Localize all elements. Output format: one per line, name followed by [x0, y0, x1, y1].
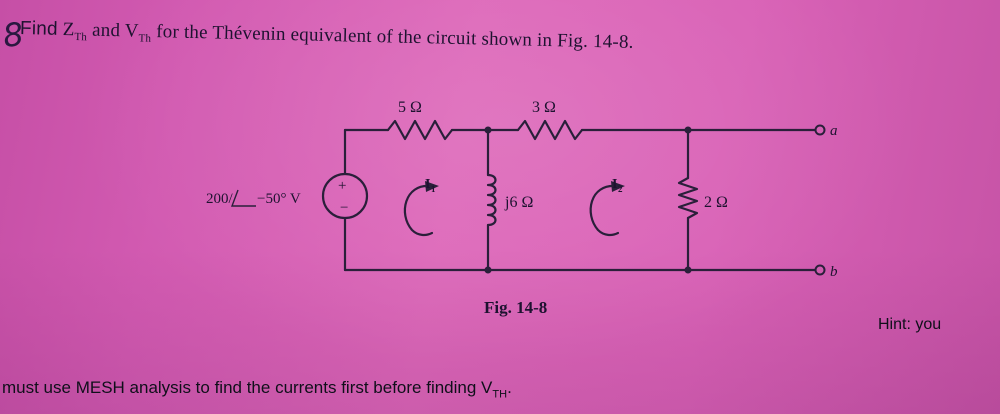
svg-text:1: 1: [431, 184, 436, 194]
label-5-ohm: 5 Ω: [398, 99, 422, 116]
source-plus-sign: +: [338, 178, 346, 194]
resistor-2-ohm: [677, 176, 699, 220]
node-top-right: [684, 126, 692, 134]
node-bottom-right: [684, 266, 692, 274]
terminal-a-node: [814, 124, 826, 136]
resistor-5-ohm: [386, 119, 454, 141]
mesh-arrowhead-1: [425, 181, 439, 192]
label-j6-ohm: j6 Ω: [504, 194, 533, 211]
svg-text:2: 2: [618, 184, 623, 194]
label-terminal-a: a: [830, 123, 838, 139]
terminal-b-node: [814, 264, 826, 276]
label-2-ohm: 2 Ω: [704, 194, 728, 211]
source-angle: −50° V: [257, 191, 301, 207]
mesh-arrowhead-2: [611, 181, 625, 192]
source-magnitude: 200/: [206, 191, 234, 207]
label-terminal-b: b: [830, 264, 838, 280]
svg-text:I: I: [425, 177, 430, 192]
mesh-label-2: I 2: [612, 177, 623, 194]
hint-text-right: Hint: you: [878, 316, 942, 333]
source-label: 200/ −50° V: [206, 189, 301, 207]
angle-symbol: [230, 189, 256, 207]
mesh-arrow-1: [403, 184, 434, 237]
hint-text-bottom: must use MESH analysis to find the curre…: [2, 378, 512, 401]
figure-caption: Fig. 14-8: [484, 298, 548, 317]
node-top-mid: [484, 126, 492, 134]
mesh-arrow-2: [589, 184, 620, 237]
resistor-3-ohm: [516, 119, 584, 141]
source-minus-sign: −: [340, 200, 348, 216]
inductor-j6: [486, 173, 497, 227]
label-3-ohm: 3 Ω: [532, 99, 556, 116]
mesh-label-1: I 1: [425, 177, 436, 194]
node-bottom-mid: [484, 266, 492, 274]
svg-text:I: I: [612, 177, 617, 192]
